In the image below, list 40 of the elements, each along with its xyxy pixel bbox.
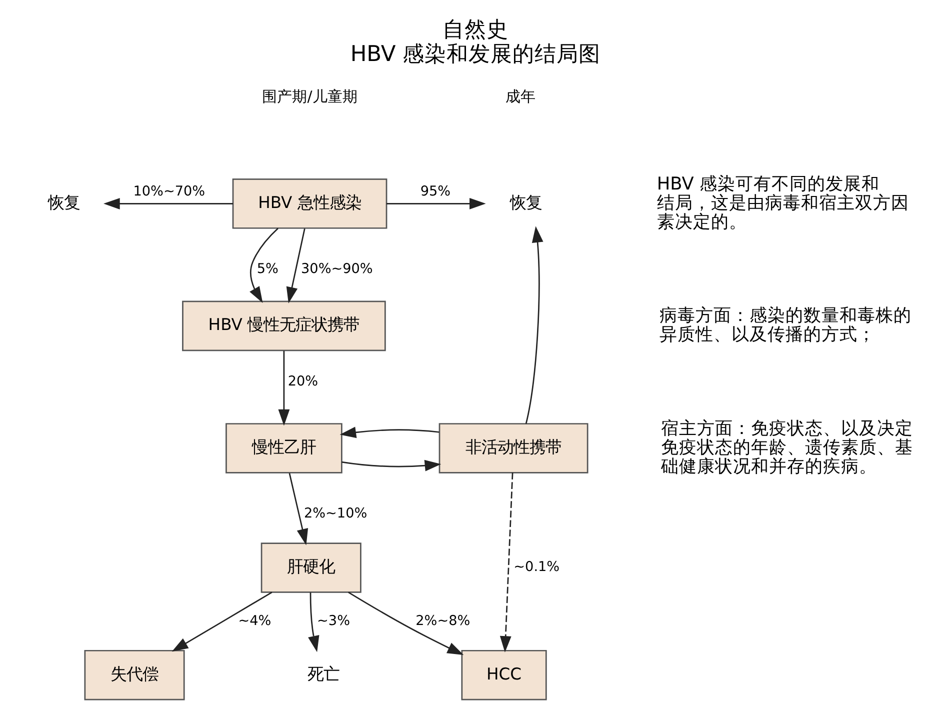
caption: HBV 感染和发展的结局图 — [350, 42, 600, 67]
edge-label: 95% — [420, 184, 450, 200]
node-box: HBV 急性感染 — [232, 178, 387, 229]
node-box: HCC — [460, 650, 546, 700]
arrow — [288, 473, 308, 546]
edge-label: 20% — [287, 374, 318, 390]
edge-label: ~3% — [316, 612, 350, 629]
arrow — [339, 426, 439, 438]
node-box: 慢性乙肝 — [225, 423, 342, 474]
arrow — [249, 228, 278, 303]
node-box: HBV 慢性无症状携带 — [182, 300, 386, 352]
arrow — [348, 592, 464, 656]
edge-label: 5% — [256, 260, 278, 277]
arrow — [278, 350, 290, 426]
arrow — [524, 226, 543, 424]
label: 宿主方面：免疫状态、以及决定免疫状态的年龄、遗传素质、基础健康状况和并存的疾病。 — [660, 418, 912, 477]
label: 病毒方面：感染的数量和毒株的异质性、以及传播的方式； — [659, 306, 912, 346]
diagram-title: 自然史 — [442, 17, 508, 42]
arrow — [499, 472, 513, 652]
arrow — [341, 460, 441, 472]
node-text: 恢复 — [47, 192, 80, 212]
node-text: 恢复 — [509, 192, 542, 212]
label: 围产期/儿童期 — [262, 88, 357, 106]
arrow — [308, 592, 319, 652]
edge-label: 30%~90% — [300, 260, 372, 277]
arrow — [286, 228, 305, 304]
arrow — [103, 198, 232, 210]
node-text: 死亡 — [306, 664, 339, 684]
edge-label: ~0.1% — [513, 559, 560, 576]
arrow — [171, 592, 272, 652]
node-box: 肝硬化 — [260, 542, 361, 593]
label: 成年 — [504, 88, 535, 106]
edge-label: 2%~10% — [304, 505, 367, 522]
edge-label: 2%~8% — [415, 612, 470, 629]
edge-label: 10%~70% — [132, 184, 205, 200]
node-box: 失代偿 — [84, 650, 184, 700]
node-box: 非活动性携带 — [438, 423, 588, 474]
arrow — [386, 198, 486, 210]
label: HBV 感染可有不同的发展和结局，这是由病毒和宿主双方因素决定的。 — [656, 174, 908, 232]
edge-label: ~4% — [238, 612, 271, 629]
